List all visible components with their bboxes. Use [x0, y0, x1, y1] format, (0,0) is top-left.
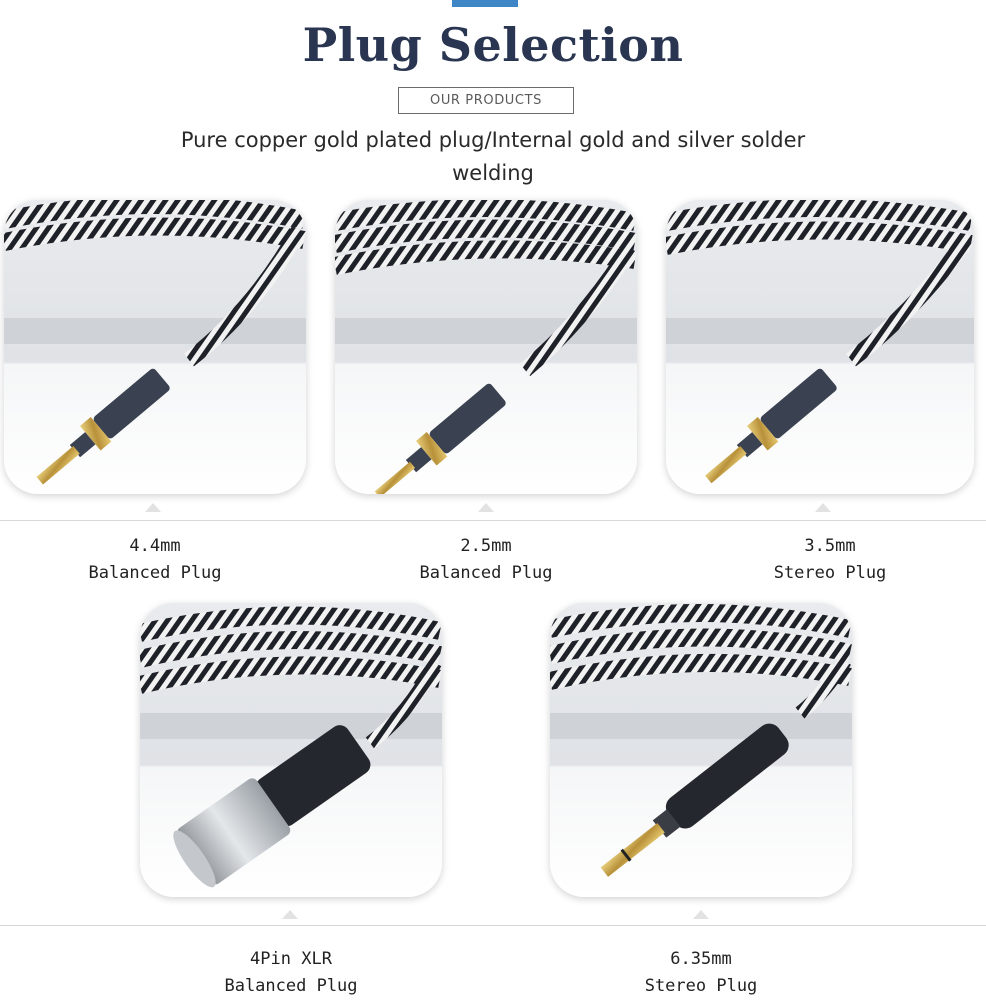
- caption-size: 6.35mm: [670, 949, 732, 969]
- caption-type: Balanced Plug: [419, 563, 553, 583]
- card-pointer: [282, 910, 298, 919]
- caption-4-4mm: 4.4mm Balanced Plug: [4, 533, 306, 587]
- caption-4pin-xlr: 4Pin XLR Balanced Plug: [140, 946, 442, 1000]
- caption-size: 4.4mm: [129, 536, 181, 556]
- plug-image-4-4mm: [4, 200, 306, 494]
- plug-image-3-5mm: [666, 200, 974, 494]
- caption-size: 2.5mm: [460, 536, 512, 556]
- card-pointer: [145, 503, 161, 512]
- caption-size: 3.5mm: [804, 536, 856, 556]
- page-subtitle: Pure copper gold plated plug/Internal go…: [180, 128, 806, 185]
- caption-3-5mm: 3.5mm Stereo Plug: [676, 533, 984, 587]
- our-products-badge: OUR PRODUCTS: [398, 87, 574, 114]
- card-pointer: [693, 910, 709, 919]
- card-pointer: [478, 503, 494, 512]
- caption-6-35mm: 6.35mm Stereo Plug: [550, 946, 852, 1000]
- row-divider: [0, 520, 986, 521]
- top-accent-bar: [452, 0, 518, 7]
- caption-2-5mm: 2.5mm Balanced Plug: [335, 533, 637, 587]
- caption-type: Stereo Plug: [773, 563, 887, 583]
- plug-image-2-5mm: [335, 200, 637, 494]
- caption-type: Balanced Plug: [88, 563, 222, 583]
- caption-type: Stereo Plug: [644, 976, 758, 996]
- product-card-2-5mm[interactable]: [335, 200, 637, 494]
- page-title: Plug Selection: [302, 18, 684, 72]
- row-divider: [0, 925, 986, 926]
- caption-size: 4Pin XLR: [250, 949, 332, 969]
- product-card-6-35mm[interactable]: [550, 603, 852, 897]
- plug-image-4pin-xlr: [140, 603, 442, 897]
- plug-image-6-35mm: [550, 603, 852, 897]
- card-pointer: [815, 503, 831, 512]
- caption-type: Balanced Plug: [224, 976, 358, 996]
- product-card-4-4mm[interactable]: [4, 200, 306, 494]
- product-card-4pin-xlr[interactable]: [140, 603, 442, 897]
- product-card-3-5mm[interactable]: [666, 200, 974, 494]
